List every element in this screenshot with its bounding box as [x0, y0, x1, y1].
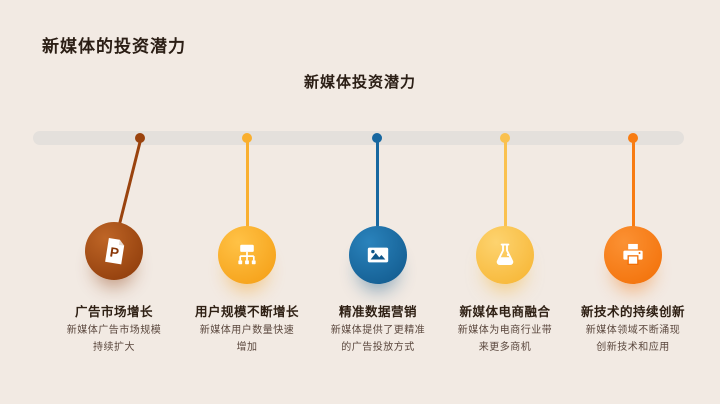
org-chart-icon	[218, 226, 276, 284]
item-heading: 广告市场增长	[74, 305, 153, 319]
desc-line: 增加	[236, 342, 258, 354]
item-heading: 精准数据营销	[338, 305, 417, 319]
svg-text:P: P	[109, 244, 120, 260]
page-title: 新媒体的投资潜力	[42, 37, 186, 56]
timeline-item-ad-market: P 广告市场增长 新媒体广告市场规模 持续扩大	[49, 0, 179, 404]
flask-icon	[476, 226, 534, 284]
item-heading: 新技术的持续创新	[580, 305, 685, 319]
item-heading: 新媒体电商融合	[459, 305, 551, 319]
item-description: 新媒体为电商行业带 来更多商机	[455, 322, 555, 356]
timeline-stem	[631, 140, 635, 227]
timeline-dot	[628, 133, 638, 143]
item-description: 新媒体领域不断涌现 创新技术和应用	[583, 322, 683, 356]
desc-line: 创新技术和应用	[596, 342, 670, 354]
desc-line: 新媒体广告市场规模	[66, 325, 162, 336]
desc-line: 新媒体领域不断涌现	[585, 325, 681, 336]
desc-line: 来更多商机	[478, 342, 532, 354]
timeline-item-precise-marketing: 精准数据营销 新媒体提供了更精准 的广告投放方式	[313, 0, 443, 404]
timeline-stem	[245, 140, 249, 227]
item-description: 新媒体用户数量快速 增加	[197, 322, 297, 356]
item-heading: 用户规模不断增长	[194, 305, 299, 319]
timeline-item-tech-innovation: 新技术的持续创新 新媒体领域不断涌现 创新技术和应用	[568, 0, 698, 404]
section-subtitle: 新媒体投资潜力	[303, 74, 416, 91]
timeline-stem	[117, 139, 142, 226]
timeline-item-user-growth: 用户规模不断增长 新媒体用户数量快速 增加	[182, 0, 312, 404]
item-description: 新媒体提供了更精准 的广告投放方式	[328, 322, 428, 356]
timeline-dot	[372, 133, 382, 143]
ppt-document-icon: P	[85, 222, 143, 280]
timeline-stem	[375, 140, 379, 227]
photo-icon	[349, 226, 407, 284]
desc-line: 新媒体提供了更精准	[330, 325, 426, 336]
timeline-dot	[242, 133, 252, 143]
timeline-dot	[135, 133, 145, 143]
desc-line: 新媒体用户数量快速	[199, 325, 295, 336]
timeline-item-ecommerce: 新媒体电商融合 新媒体为电商行业带 来更多商机	[440, 0, 570, 404]
desc-line: 的广告投放方式	[341, 342, 415, 354]
printer-icon	[604, 226, 662, 284]
timeline-bar	[33, 131, 684, 145]
timeline-stem	[503, 140, 507, 227]
desc-line: 新媒体为电商行业带	[457, 325, 553, 336]
item-description: 新媒体广告市场规模 持续扩大	[64, 322, 164, 356]
desc-line: 持续扩大	[93, 342, 135, 354]
timeline-dot	[500, 133, 510, 143]
